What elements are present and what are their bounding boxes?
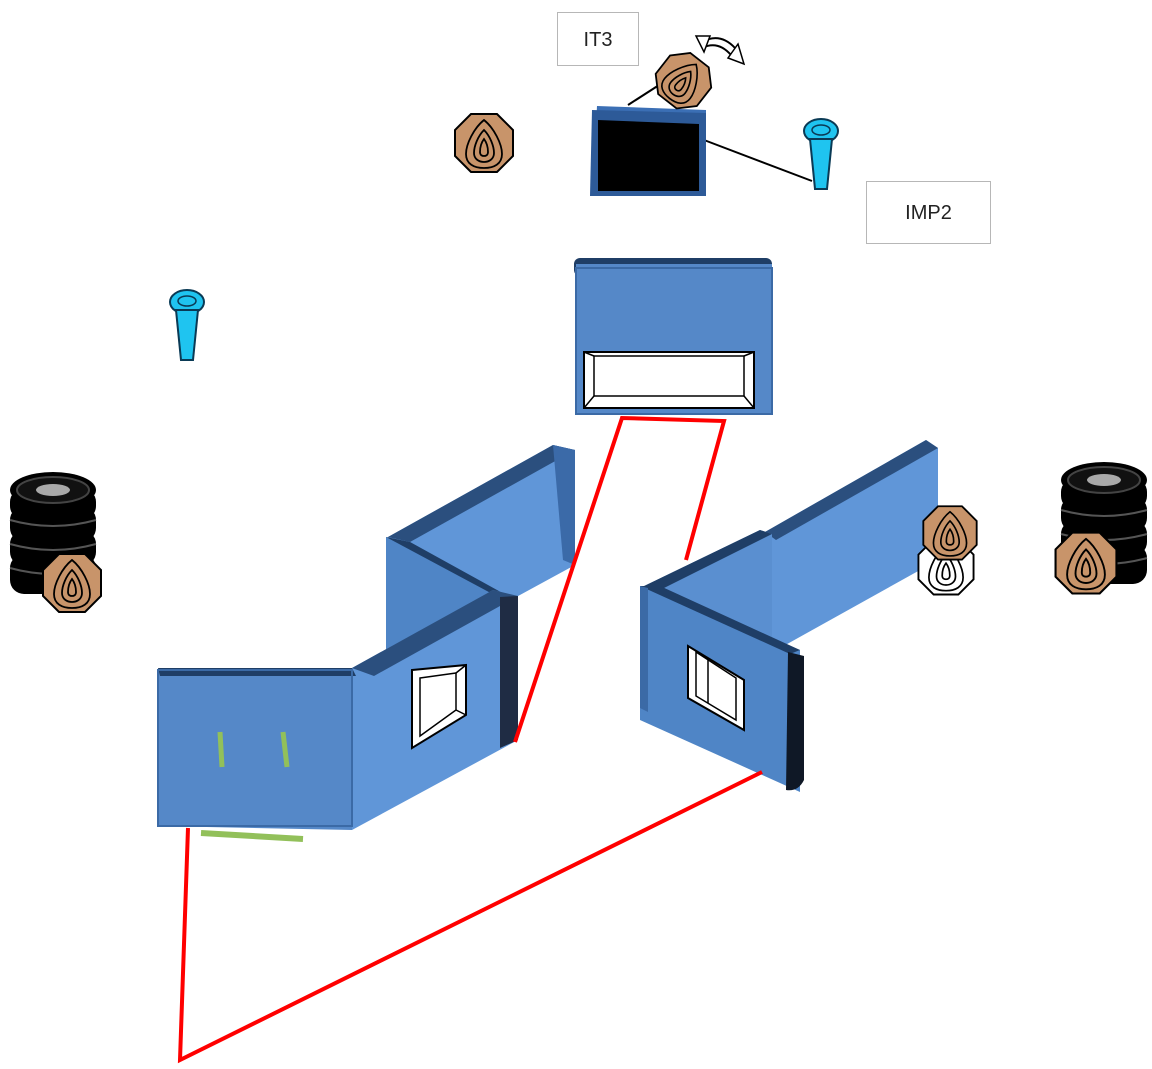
paper-target-icon [1054,531,1118,595]
label-imp2: IMP2 [866,181,991,244]
steel-popper-icon [169,289,205,361]
window-icon [583,351,755,409]
shooting-area-boundary [177,415,763,1064]
fault-line-marker [200,731,304,842]
port-icon [411,663,467,750]
right-wall-back-long [765,440,938,648]
top-center-wall [574,258,773,415]
paper-target-icon [454,113,514,173]
swinger-target-top [645,43,721,119]
steel-popper-icon [803,118,839,190]
label-it3: IT3 [557,12,639,66]
screen-icon [590,77,813,196]
paper-target-icon [42,553,102,613]
port-icon [687,644,745,732]
left-wall-front [157,668,356,830]
swinger-arrow-icon [694,35,746,66]
paper-target-icon [922,505,978,561]
